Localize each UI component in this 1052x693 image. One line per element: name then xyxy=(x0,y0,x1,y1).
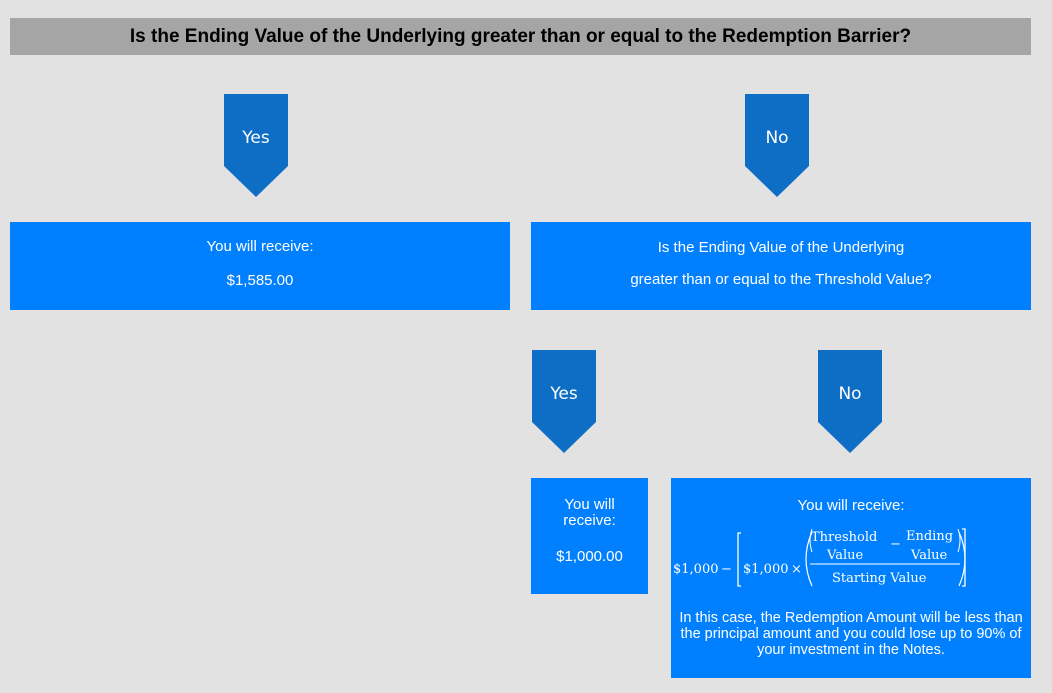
threshold-question-line1: Is the Ending Value of the Underlying xyxy=(657,239,905,256)
no-arrow-2: No xyxy=(818,350,882,454)
threshold-question-box: Is the Ending Value of the Underlying gr… xyxy=(531,222,1031,310)
loss-outcome-label: You will receive: xyxy=(797,497,905,514)
receive-1000-box: You will receive: $1,000.00 xyxy=(531,478,648,594)
redemption-formula: $1,000 − $1,000 × Threshold Value − Endi… xyxy=(673,528,966,587)
down-arrow-shape xyxy=(745,94,809,197)
receive-1585-amount: $1,585.00 xyxy=(226,272,294,289)
down-arrow-shape xyxy=(224,94,288,197)
formula-small-paren-right xyxy=(957,528,961,553)
receive-1585-label: You will receive: xyxy=(206,238,314,255)
threshold-question-line2: greater than or equal to the Threshold V… xyxy=(630,271,932,288)
formula-bracket-right xyxy=(962,528,966,587)
loss-outcome-box: You will receive: $1,000 − $1,000 × Thre… xyxy=(671,478,1031,678)
formula-diff-minus: − xyxy=(890,537,901,552)
no-arrow-2-label: No xyxy=(838,384,862,404)
receive-1000-label: You will receive: xyxy=(563,496,616,529)
down-arrow-shape xyxy=(532,350,596,453)
formula-ending-value: Value xyxy=(910,548,947,563)
formula-threshold: Threshold xyxy=(811,530,877,545)
receive-1585-box: You will receive: $1,585.00 xyxy=(10,222,510,310)
formula-times: × xyxy=(791,562,802,577)
question-header: Is the Ending Value of the Underlying gr… xyxy=(10,18,1031,55)
formula-threshold-value: Value xyxy=(826,548,863,563)
formula-minus: − xyxy=(721,562,732,577)
yes-arrow-1-label: Yes xyxy=(242,128,270,148)
formula-bracket-left xyxy=(737,532,741,587)
no-arrow-1: No xyxy=(745,94,809,198)
formula-principal: $1,000 xyxy=(673,562,719,577)
formula-principal-2: $1,000 xyxy=(743,562,789,577)
formula-small-paren-left xyxy=(809,528,813,553)
loss-warning-note: In this case, the Redemption Amount will… xyxy=(679,610,1023,658)
question-header-text: Is the Ending Value of the Underlying gr… xyxy=(129,25,912,47)
yes-arrow-2-label: Yes xyxy=(550,384,578,404)
yes-arrow-2: Yes xyxy=(532,350,596,454)
down-arrow-shape xyxy=(818,350,882,453)
formula-ending: Ending xyxy=(906,529,953,544)
yes-arrow-1: Yes xyxy=(224,94,288,198)
receive-1000-amount: $1,000.00 xyxy=(556,548,623,565)
formula-starting-value: Starting Value xyxy=(832,571,927,586)
no-arrow-1-label: No xyxy=(765,128,789,148)
